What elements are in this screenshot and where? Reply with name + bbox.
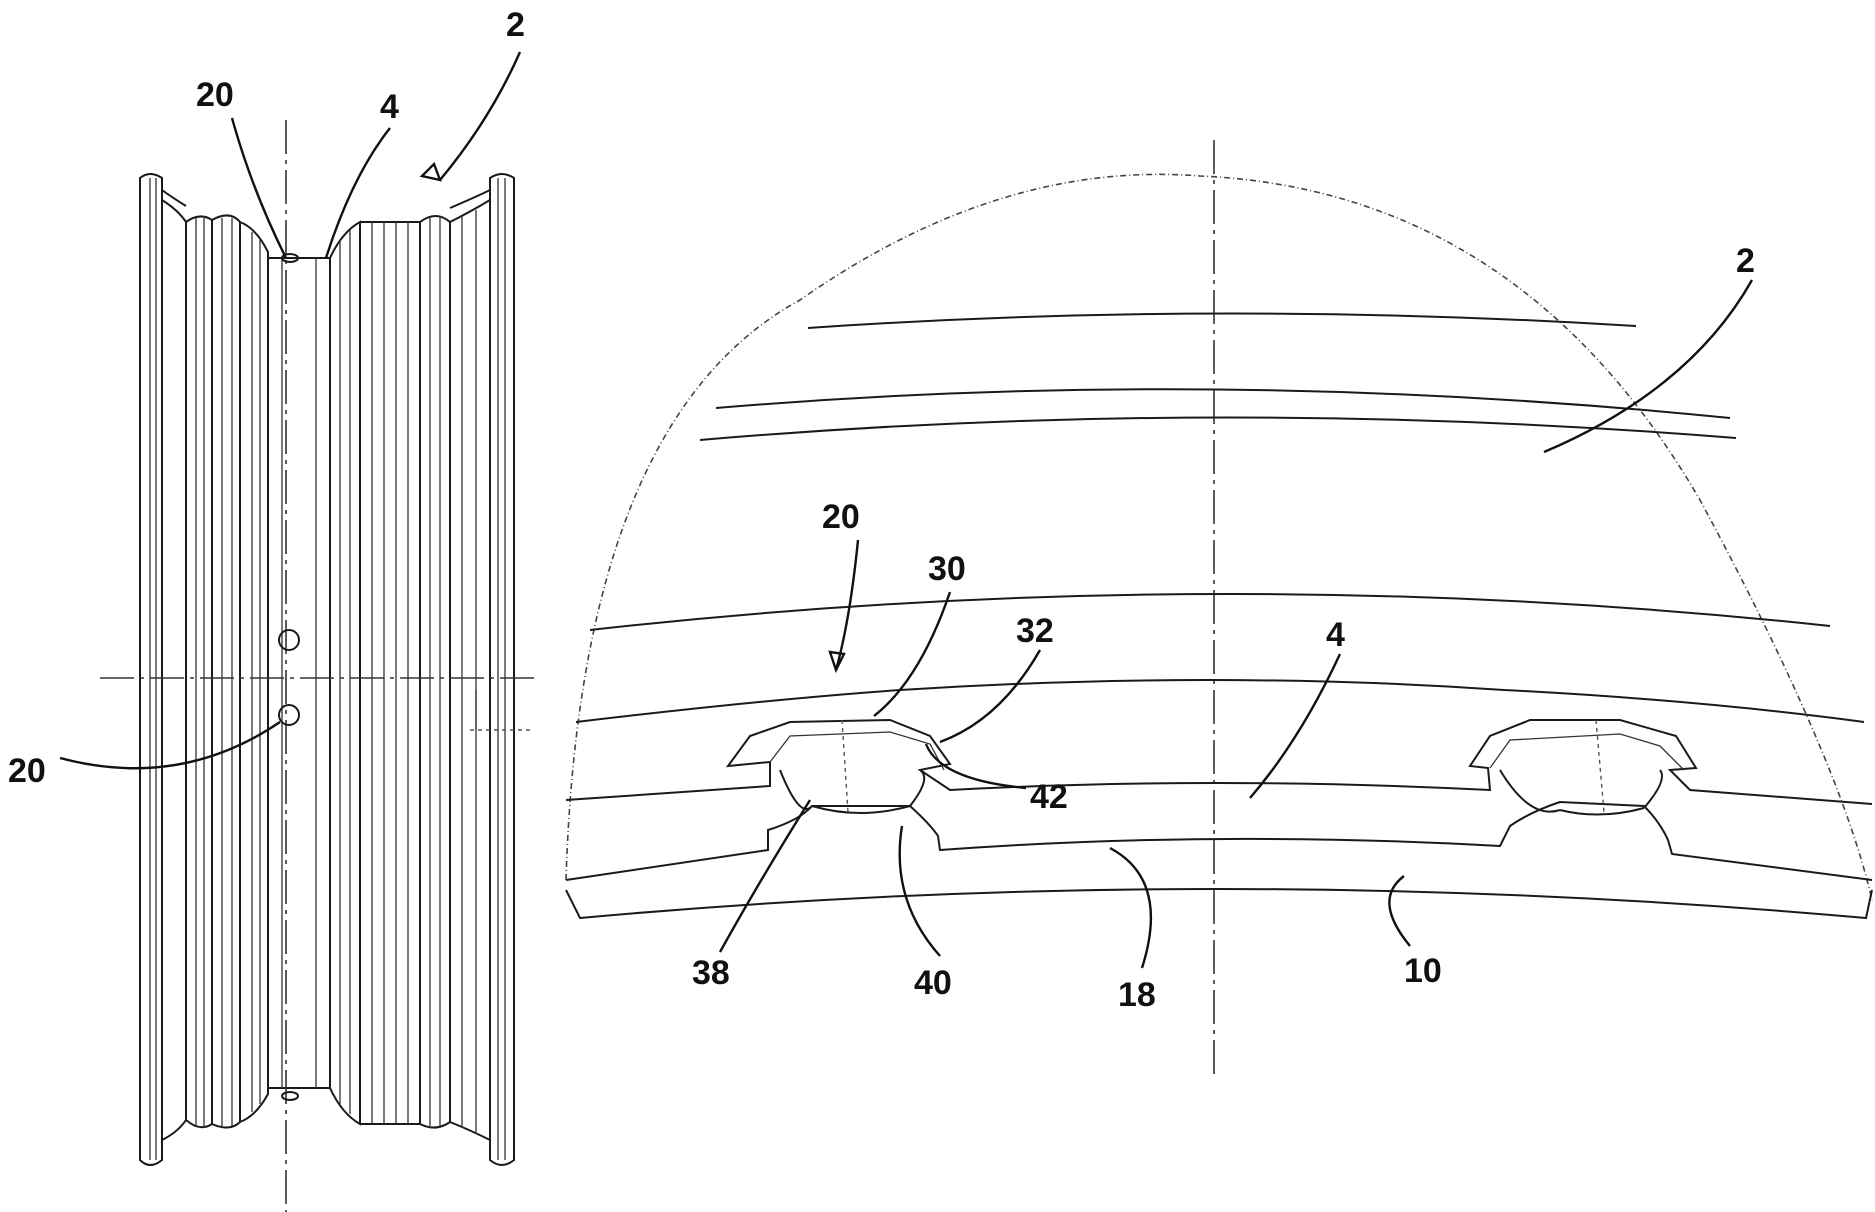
label-hole-top: 20 — [196, 76, 234, 114]
label-rim-left: 2 — [506, 6, 525, 44]
label-hole-side: 20 — [8, 752, 46, 790]
label-bed: 10 — [1404, 952, 1442, 990]
label-body: 38 — [692, 954, 730, 992]
label-web: 42 — [1030, 778, 1068, 816]
label-cap: 30 — [928, 550, 966, 588]
label-flange: 32 — [1016, 612, 1054, 650]
label-element: 20 — [822, 498, 860, 536]
label-rim-detail: 2 — [1736, 242, 1755, 280]
rim-detail-view — [566, 140, 1872, 1080]
rim-side-view — [100, 120, 534, 1212]
left-view-annotations: 2 20 4 20 — [8, 6, 525, 790]
label-drop-center-left: 4 — [380, 88, 399, 126]
label-drop-center-detail: 4 — [1326, 616, 1345, 654]
label-band: 18 — [1118, 976, 1156, 1014]
label-recess: 40 — [914, 964, 952, 1002]
